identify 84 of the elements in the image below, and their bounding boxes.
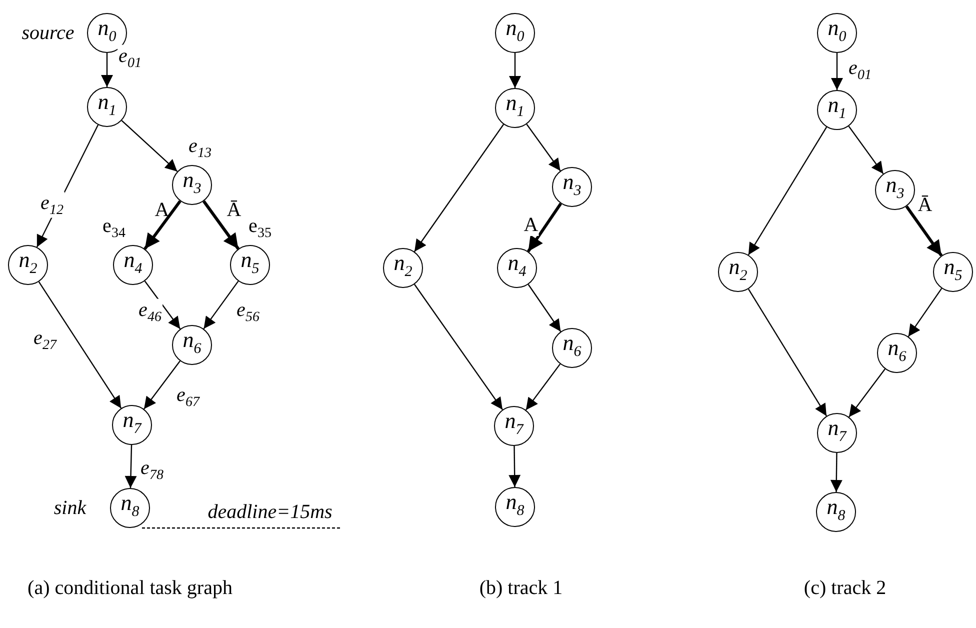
node-label: n$_{4}$ <box>124 249 142 279</box>
node-label: n$_{3}$ <box>886 174 904 204</box>
node-label: n$_{1}$ <box>506 92 524 122</box>
node-circle <box>875 170 915 210</box>
arrow <box>414 284 503 410</box>
node-label: n$_{6}$ <box>888 337 906 367</box>
arrow <box>748 288 828 416</box>
arrow <box>124 444 137 488</box>
node-label: n$_{7}$ <box>828 417 846 447</box>
arrow <box>525 364 561 410</box>
arrow <box>848 368 886 418</box>
node-circle <box>933 252 973 292</box>
arrow <box>202 200 240 250</box>
node-label: n$_{4}$ <box>508 252 526 282</box>
arrow <box>121 120 178 172</box>
node-circle <box>552 328 592 368</box>
arrow <box>830 453 842 492</box>
arrow <box>144 200 182 250</box>
node-label: n$_{5}$ <box>240 249 260 279</box>
node-circle <box>87 13 127 53</box>
deadline-note: deadline=15ms <box>208 501 332 523</box>
node-circle <box>113 245 153 285</box>
node-circle <box>172 325 212 365</box>
figure-caption: (a) conditional task graph <box>28 577 232 599</box>
node-label: n$_{0}$ <box>98 17 116 47</box>
condition-label: Ā <box>226 199 242 221</box>
node-circle <box>172 165 212 205</box>
node-circle <box>495 88 535 128</box>
node-label: n$_{6}$ <box>562 332 582 362</box>
arrow <box>38 281 122 409</box>
node-label: n$_{0}$ <box>506 17 524 47</box>
node-circle <box>495 13 535 53</box>
node-label: n$_{7}$ <box>504 410 524 440</box>
node-circle <box>816 492 856 532</box>
figure-caption: (c) track 2 <box>804 577 886 599</box>
node-circle <box>110 488 150 528</box>
node-caption: source <box>22 22 74 44</box>
arrow <box>508 446 521 487</box>
node-label: n$_{2}$ <box>18 249 38 279</box>
arrow <box>831 53 843 90</box>
node-label: n$_{8}$ <box>120 492 140 522</box>
node-label: n$_{3}$ <box>562 171 582 201</box>
node-caption: sink <box>54 497 86 519</box>
node-label: n$_{2}$ <box>394 252 412 282</box>
node-circle <box>877 333 917 373</box>
arrow <box>527 202 562 252</box>
arrow <box>905 205 943 257</box>
arrow <box>509 53 521 88</box>
arrow <box>414 124 504 252</box>
arrow <box>526 124 561 172</box>
node-label: n$_{5}$ <box>944 256 962 286</box>
node-circle <box>383 248 423 288</box>
arrow <box>908 288 942 337</box>
node-label: n$_{7}$ <box>122 409 142 439</box>
node-circle <box>817 90 857 130</box>
arrow <box>203 280 239 330</box>
node-circle <box>497 248 537 288</box>
node-circle <box>817 413 857 453</box>
node-label: n$_{8}$ <box>826 496 846 526</box>
arrow <box>748 126 828 256</box>
node-label: n$_{0}$ <box>828 17 846 47</box>
node-circle <box>718 252 758 292</box>
node-circle <box>817 13 857 53</box>
condition-label: A <box>154 199 170 221</box>
node-label: n$_{1}$ <box>828 94 846 124</box>
arrow <box>144 360 180 410</box>
figure-caption: (b) track 1 <box>479 577 563 599</box>
node-label: n$_{8}$ <box>506 491 524 521</box>
node-circle <box>230 245 270 285</box>
node-label: n$_{6}$ <box>182 329 202 359</box>
arrow <box>101 53 113 87</box>
node-circle <box>495 487 535 527</box>
node-circle <box>112 405 152 445</box>
arrow <box>848 126 884 174</box>
node-circle <box>552 167 592 207</box>
node-label: n$_{2}$ <box>728 256 748 286</box>
arrow <box>144 280 181 330</box>
node-circle <box>8 245 48 285</box>
edge-label: e$_{12}$ <box>40 192 64 218</box>
node-circle <box>494 406 534 446</box>
node-circle <box>87 87 127 127</box>
arrow <box>528 284 562 332</box>
node-label: n$_{1}$ <box>98 91 116 121</box>
node-label: n$_{3}$ <box>182 169 202 199</box>
